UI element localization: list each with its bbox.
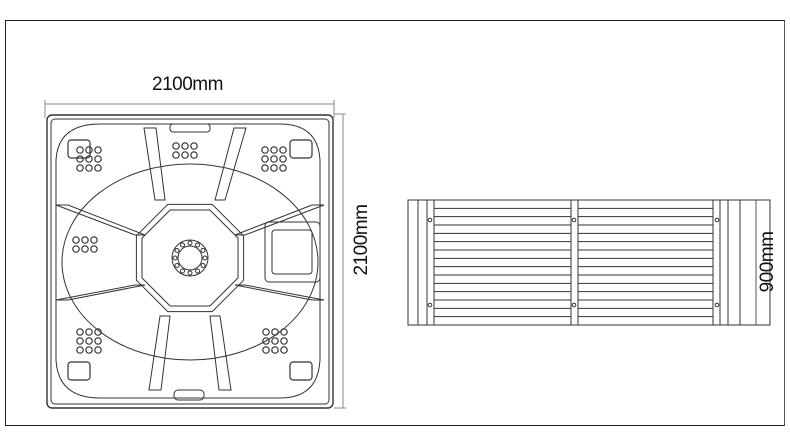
seat-jet [172,142,180,150]
seat-jet [270,164,278,172]
seat-jet [94,155,102,163]
seat-jet [81,245,89,253]
seat-jet [279,164,287,172]
seat-jet [261,164,269,172]
center-jet [202,255,208,261]
seat-jet [76,146,84,154]
seat-divider [209,315,232,391]
tub-inner-rim [50,118,330,405]
seat-jet [94,337,102,345]
center-jet [195,268,200,274]
seat-jet [279,146,287,154]
tub-width-label: 2100mm [152,74,223,95]
tub-footwell-outline [61,163,319,361]
bench-screw [427,217,433,223]
seat-jet [261,155,269,163]
seat-jet [271,337,279,345]
center-octagon-inner [141,209,239,307]
center-jet [200,263,206,268]
seat-divider [214,127,247,201]
seat-jet [280,346,288,354]
seat-jet [190,151,198,159]
seat-jet [94,328,102,336]
seat-jet [181,142,189,150]
center-octagon [135,203,245,313]
seat-jet [90,245,98,253]
seat-jet [271,328,279,336]
corner-pillow [289,361,313,381]
bench-depth-label: 900mm [757,231,778,293]
seat-jet [81,236,89,244]
seat-divider [234,284,325,301]
drawing-frame [5,20,785,426]
seat-jet [85,155,93,163]
seat-jet [262,337,270,345]
seat-jet [76,155,84,163]
seat-jet [94,146,102,154]
top-pillow [169,123,211,133]
seat-jet [181,151,189,159]
seat-jet [261,146,269,154]
center-jet [187,240,193,246]
seat-jet [94,346,102,354]
lounger-headrest [264,221,321,283]
seat-jet [94,164,102,172]
tub-acrylic-edge [55,123,321,399]
center-jet [180,242,185,248]
lounger-headrest-inner [271,229,313,275]
seat-divider [55,204,146,236]
seat-jet [90,236,98,244]
center-jet [172,255,178,261]
corner-pillow [289,139,313,159]
seat-divider [234,204,325,236]
center-jet [195,242,200,248]
seat-divider [55,284,146,301]
bench-screw [571,302,577,308]
tub-length-label: 2100mm [351,204,372,276]
seat-jet [76,164,84,172]
seat-jet [85,146,93,154]
seat-jet [72,236,80,244]
seat-jet [190,142,198,150]
seat-jet [262,328,270,336]
seat-jet [270,146,278,154]
center-jet [200,248,206,253]
center-jet [174,248,180,253]
seat-jet [279,155,287,163]
bench-screw [714,302,720,308]
control-panel [173,389,205,401]
bench-screw [571,217,577,223]
seat-jet [85,337,93,345]
center-jet [180,268,185,274]
seat-jet [76,337,84,345]
seat-jet [76,328,84,336]
seat-divider [143,127,166,201]
bench-outline [407,199,771,326]
seat-jet [85,346,93,354]
seat-jet [271,346,279,354]
center-jet [187,270,193,276]
seat-jet [280,328,288,336]
bench-screw [714,217,720,223]
center-jet-ring [171,239,209,277]
bench-screw [427,302,433,308]
seat-divider [148,315,171,391]
center-jet-ring-inner [177,245,203,271]
seat-jet [85,164,93,172]
corner-pillow [67,361,91,381]
seat-jet [172,151,180,159]
corner-pillow [67,139,91,159]
seat-jet [76,346,84,354]
seat-jet [262,346,270,354]
seat-jet [72,245,80,253]
center-jet [174,263,180,268]
seat-jet [85,328,93,336]
seat-jet [270,155,278,163]
tub-outer-shell [46,114,334,409]
seat-jet [280,337,288,345]
